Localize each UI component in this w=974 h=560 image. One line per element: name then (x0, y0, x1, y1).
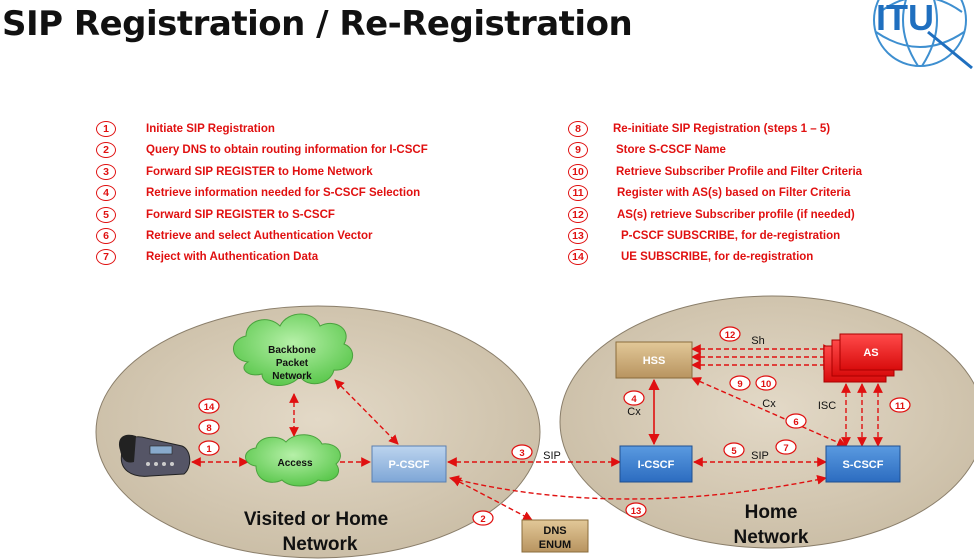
home-network-label-2: Network (734, 527, 809, 548)
link-pcscf-scscf-subscribe (449, 474, 827, 500)
step-text: UE SUBSCRIBE, for de-registration (621, 251, 814, 263)
home-network-label: Home (745, 502, 798, 523)
cx-label-1: Cx (627, 406, 641, 418)
step-number: 6 (96, 228, 116, 244)
step-text: Retrieve Subscriber Profile and Filter C… (616, 166, 863, 178)
step-number: 2 (96, 142, 116, 158)
pcscf-node: P-CSCF (371, 445, 447, 483)
visited-network-label: Visited or Home (244, 509, 388, 530)
sip-label-1: SIP (543, 450, 561, 462)
hss-label: HSS (643, 355, 666, 367)
marker-14: 14 (204, 402, 215, 413)
marker-12: 12 (725, 330, 736, 341)
step-number: 3 (96, 164, 116, 180)
backbone-cloud: Backbone Packet Network (233, 313, 354, 386)
step-number: 8 (568, 121, 588, 137)
dns-label-2: ENUM (539, 539, 571, 551)
sip-label-2: SIP (751, 450, 769, 462)
step-text: Re-initiate SIP Registration (steps 1 – … (613, 123, 831, 135)
step-number: 4 (96, 185, 116, 201)
access-cloud: Access (245, 434, 341, 487)
marker-7: 7 (783, 443, 788, 454)
dns-enum-node: DNS ENUM (521, 519, 589, 553)
itu-logo: ITU (873, 0, 973, 70)
pcscf-label: P-CSCF (389, 459, 430, 471)
step-number: 9 (568, 142, 588, 158)
visited-network-area (95, 305, 541, 559)
marker-3: 3 (519, 448, 524, 459)
steps-left: 1 Initiate SIP Registration 2 Query DNS to… (96, 121, 516, 271)
step-text: Register with AS(s) based on Filter Crit… (617, 187, 851, 199)
cx-label-2: Cx (762, 398, 776, 410)
sh-label: Sh (751, 335, 764, 347)
step-number: 13 (568, 228, 588, 244)
as-node-stack: AS (823, 333, 903, 383)
step-text: Query DNS to obtain routing information … (146, 144, 428, 156)
step-number: 5 (96, 207, 116, 223)
step-text: Forward SIP REGISTER to S-CSCF (146, 209, 335, 221)
marker-13: 13 (631, 506, 642, 517)
marker-5: 5 (731, 446, 737, 457)
page-title: SIP Registration / Re-Registration (2, 4, 633, 44)
dns-label-1: DNS (543, 525, 566, 537)
step-text: P-CSCF SUBSCRIBE, for de-registration (621, 230, 841, 242)
scscf-node: S-CSCF (825, 445, 901, 483)
marker-6: 6 (793, 417, 798, 428)
step-number: 7 (96, 249, 116, 265)
step-number: 10 (568, 164, 588, 180)
step-number: 11 (568, 185, 588, 201)
step-number: 1 (96, 121, 116, 137)
steps-right: 8 Re-initiate SIP Registration (steps 1 –… (568, 121, 958, 271)
icscf-label: I-CSCF (638, 459, 675, 471)
marker-9: 9 (737, 379, 742, 390)
marker-4: 4 (631, 394, 637, 405)
step-text: Retrieve information needed for S-CSCF S… (146, 187, 421, 199)
isc-label: ISC (818, 400, 836, 412)
ip-phone-icon (118, 434, 191, 477)
backbone-label-1: Backbone (268, 345, 316, 356)
step-text: Retrieve and select Authentication Vecto… (146, 230, 373, 242)
step-text: Reject with Authentication Data (146, 251, 319, 263)
step-number: 14 (568, 249, 588, 265)
logo-text: ITU (876, 0, 934, 38)
link-backbone-pcscf (334, 379, 399, 445)
step-number: 12 (568, 207, 588, 223)
marker-10: 10 (761, 379, 772, 390)
icscf-node: I-CSCF (619, 445, 693, 483)
link-hss-scscf (691, 377, 847, 447)
hss-node: HSS (615, 341, 693, 379)
step-text: Forward SIP REGISTER to Home Network (146, 166, 373, 178)
backbone-label-3: Network (272, 371, 312, 382)
link-pcscf-dns (451, 477, 533, 521)
visited-network-label-2: Network (283, 534, 358, 555)
marker-11: 11 (895, 401, 906, 412)
step-text: Store S-CSCF Name (616, 144, 726, 156)
step-text: Initiate SIP Registration (146, 123, 275, 135)
as-label: AS (863, 347, 878, 359)
scscf-label: S-CSCF (843, 459, 884, 471)
step-text: AS(s) retrieve Subscriber profile (if ne… (617, 209, 855, 221)
access-label: Access (277, 458, 312, 469)
marker-1: 1 (206, 444, 212, 455)
backbone-label-2: Packet (276, 358, 309, 369)
marker-8: 8 (206, 423, 211, 434)
marker-2: 2 (480, 514, 485, 525)
